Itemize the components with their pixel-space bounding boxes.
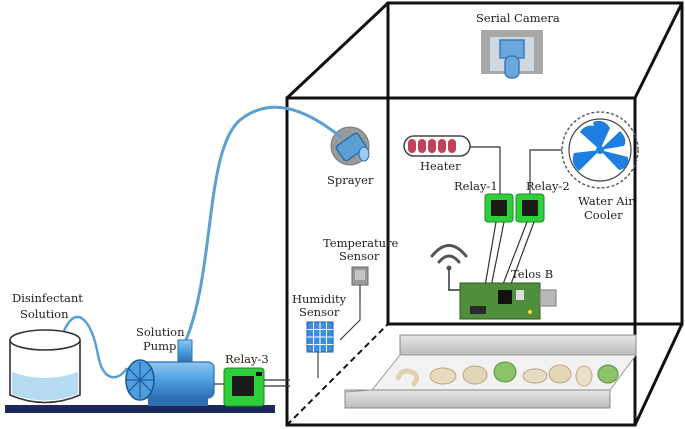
temperature-sensor-label-line2: Sensor	[339, 249, 380, 263]
cooler-label-line2: Cooler	[584, 208, 623, 222]
relay-3-label: Relay-3	[225, 352, 269, 366]
sprayer-label: Sprayer	[327, 173, 374, 187]
relay-2-label: Relay-2	[526, 179, 570, 193]
wifi-antenna-icon	[430, 244, 468, 291]
heater-label: Heater	[420, 159, 461, 173]
ground-base	[5, 405, 275, 413]
relay-1-label: Relay-1	[454, 179, 498, 193]
telos-b-board-icon	[459, 282, 557, 320]
telos-b-label: Telos B	[511, 267, 553, 281]
temperature-sensor-icon	[351, 266, 369, 300]
cooler-fan-icon	[561, 111, 639, 189]
solution-pump-icon	[125, 339, 215, 406]
inner-dashed-edges	[387, 98, 635, 325]
tank-hose	[60, 315, 129, 379]
front-frame	[285, 96, 637, 427]
humidity-solar-icon	[306, 321, 334, 353]
temperature-sensor-label-line1: Temperature	[323, 236, 399, 250]
sensor-wires	[317, 300, 361, 378]
relay-wires	[470, 146, 562, 293]
relay-1-icon	[484, 193, 514, 223]
relay-3-icon	[223, 367, 265, 407]
serial-camera-icon	[481, 30, 543, 79]
relay-3-wires	[214, 379, 290, 387]
cooler-label-line1: Water Air	[578, 194, 634, 208]
larvae-tray	[344, 334, 637, 409]
humidity-sensor-label-line2: Sensor	[299, 305, 340, 319]
humidity-sensor-label-line1: Humidity	[292, 292, 347, 306]
disinfectant-tank-icon	[9, 329, 81, 404]
spray-hose	[184, 105, 343, 341]
serial-camera-label: Serial Camera	[476, 11, 560, 25]
solution-pump-label-line1: Solution	[136, 325, 185, 339]
solution-pump-label-line2: Pump	[143, 339, 176, 353]
heater-icon	[403, 135, 471, 157]
disinfectant-label-line2: Solution	[20, 307, 69, 321]
relay-2-icon	[515, 193, 545, 223]
disinfectant-label-line1: Disinfectant	[12, 291, 83, 305]
larvae-items	[395, 361, 619, 387]
